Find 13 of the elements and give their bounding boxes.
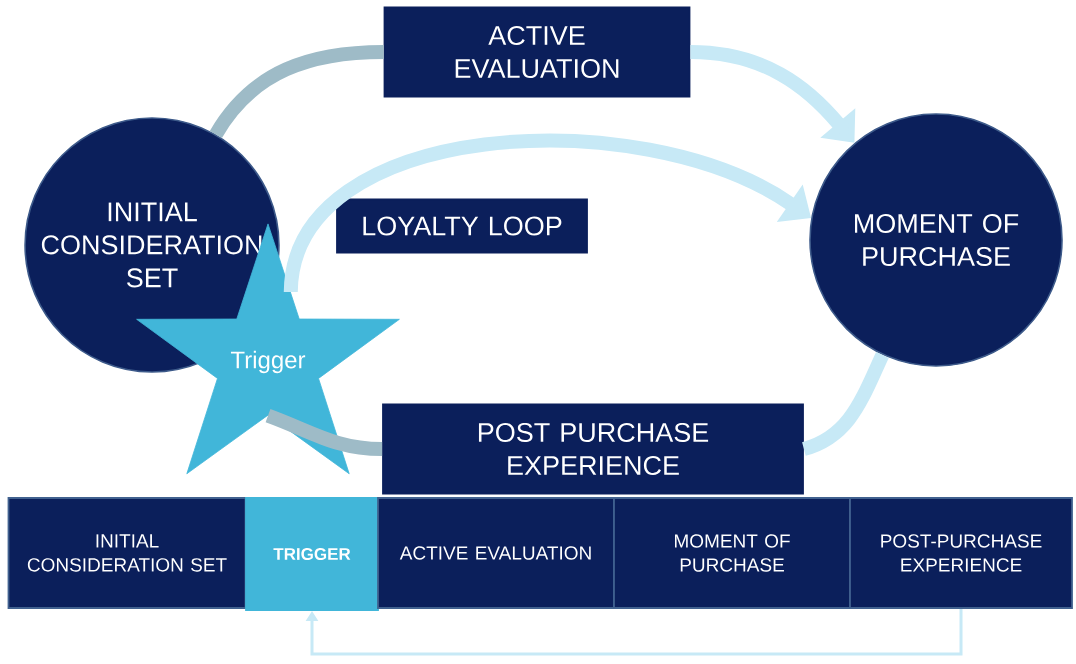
stage-box: ACTIVE EVALUATION <box>383 6 691 98</box>
stage-box: POST PURCHASE EXPERIENCE <box>382 403 804 495</box>
step-cell: MOMENT OF PURCHASE <box>613 497 851 609</box>
step-cell: INITIAL CONSIDERATION SET <box>7 497 247 609</box>
curved-band <box>801 352 889 456</box>
feedback-arrow <box>305 608 963 656</box>
curved-band <box>265 409 383 456</box>
curved-band <box>209 45 384 139</box>
curved-arrow <box>690 45 856 143</box>
step-cell: POST-PURCHASE EXPERIENCE <box>849 497 1073 609</box>
loop-box: LOYALTY LOOP <box>336 198 588 254</box>
step-cell: ACTIVE EVALUATION <box>377 497 615 609</box>
step-cell: TRIGGER <box>245 497 379 611</box>
